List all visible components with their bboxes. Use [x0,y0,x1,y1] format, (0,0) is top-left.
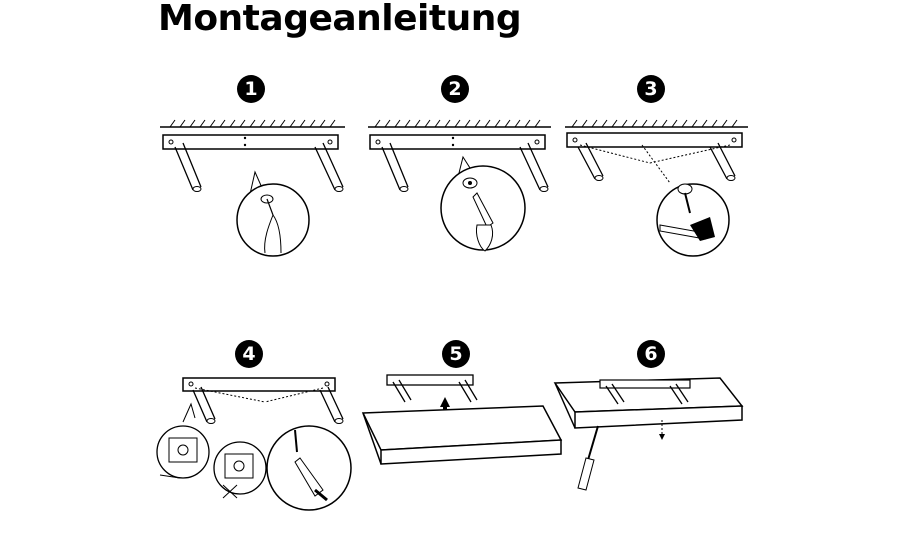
step-5-illustration: 5 [355,340,575,540]
step-1-badge: 1 [237,75,265,103]
step-3-illustration: 3 [560,75,780,275]
step-5-badge: 5 [442,340,470,368]
step-1-illustration: 1 [155,75,375,275]
wall-bracket-drawing [368,119,551,252]
wall-bracket-drawing [565,119,748,257]
step-6-illustration: 6 [550,340,770,540]
step-4-badge: 4 [235,340,263,368]
step-6-badge: 6 [637,340,665,368]
page-title: Montageanleitung [158,0,522,39]
shelf-drawing [361,374,563,465]
wall-bracket-drawing [156,377,352,511]
step-2-illustration: 2 [365,75,585,275]
step-2-badge: 2 [441,75,469,103]
step-4-illustration: 4 [155,340,375,540]
wall-bracket-drawing [160,119,345,257]
step-3-badge: 3 [637,75,665,103]
shelf-drawing [553,377,744,491]
